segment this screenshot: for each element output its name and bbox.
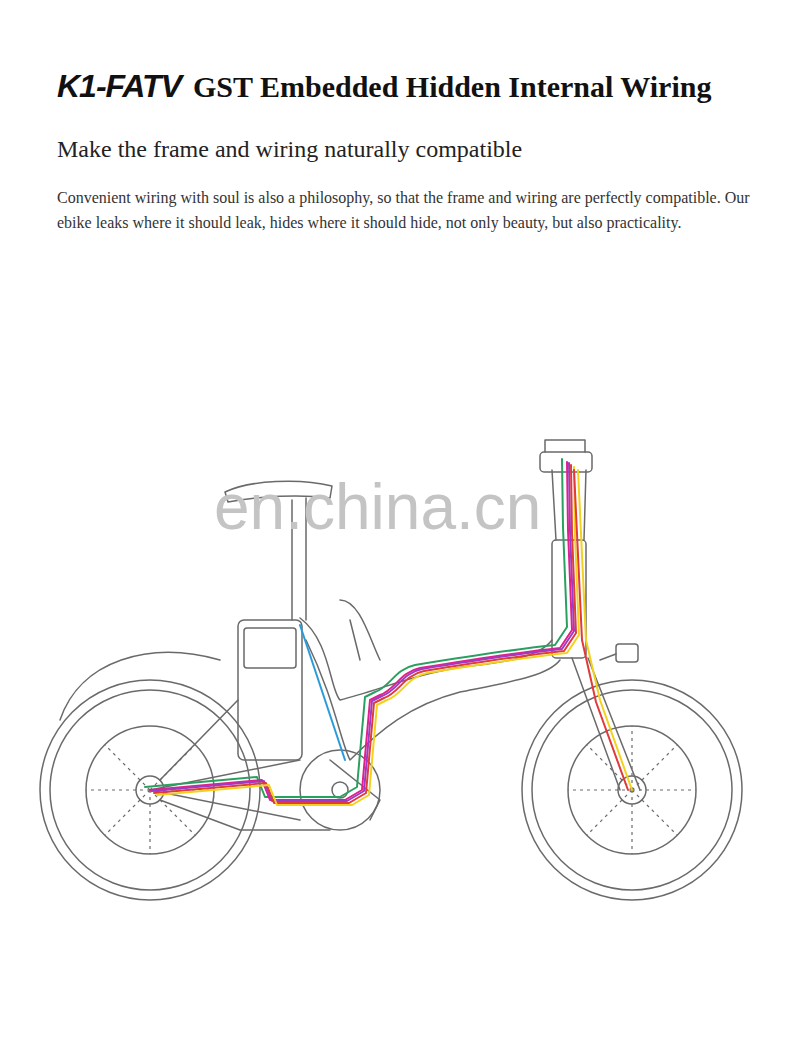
subtitle: Make the frame and wiring naturally comp…	[57, 134, 522, 164]
bike-frame	[40, 440, 742, 900]
battery-cap	[244, 628, 296, 668]
crank-axle	[332, 782, 348, 798]
front-fork	[572, 658, 640, 790]
front-red-wire	[574, 470, 628, 790]
heading: K1-FATV GST Embedded Hidden Internal Wiri…	[57, 68, 711, 105]
title: GST Embedded Hidden Internal Wiring	[193, 70, 711, 104]
blue-wire	[300, 625, 345, 760]
headlight	[616, 644, 638, 662]
green-wire	[145, 459, 567, 797]
front-yellow-wire	[578, 470, 632, 790]
magenta-wire	[150, 462, 572, 800]
watermark: en.china.cn	[214, 470, 541, 544]
headlight-mount	[600, 654, 616, 660]
frame-gusset	[340, 600, 380, 660]
handlebar-top	[545, 440, 585, 452]
description: Convenient wiring with soul is also a ph…	[57, 185, 772, 235]
red-wire	[154, 465, 576, 803]
battery	[238, 620, 302, 760]
model-name: K1-FATV	[57, 68, 181, 105]
rear-fender	[60, 653, 220, 721]
internal-wires	[145, 459, 632, 805]
kickstand	[330, 760, 380, 820]
yellow-wire	[157, 467, 579, 805]
purple-wire	[152, 463, 574, 801]
